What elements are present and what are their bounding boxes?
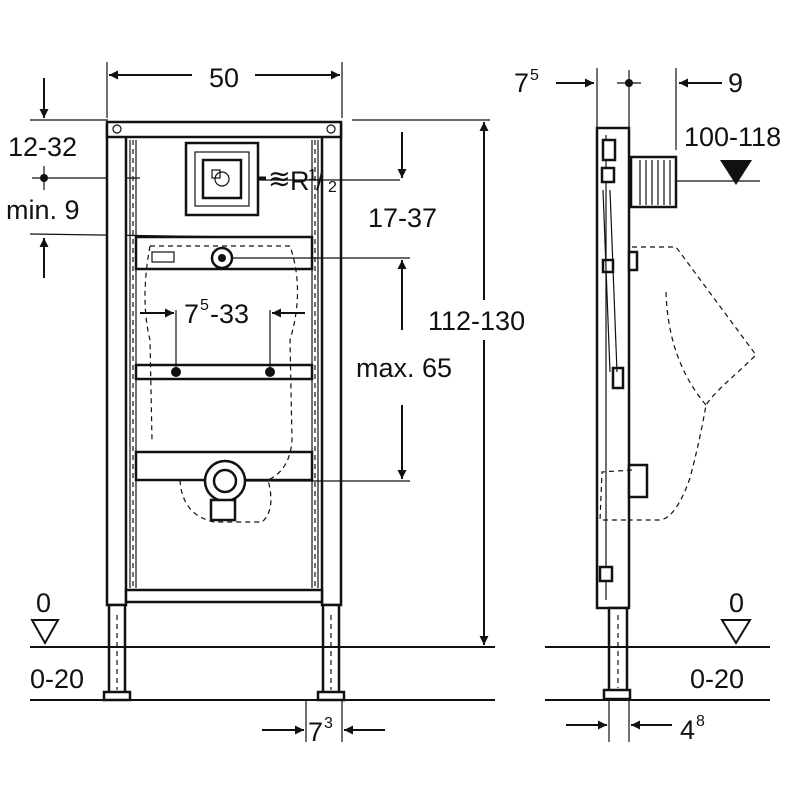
dim-width-label: 50 [209,63,239,93]
dim-max: max. 65 [356,260,452,479]
depth-arrow-icon [720,160,752,185]
dim-total-height-label: 112-130 [428,306,525,336]
drain-outlet [203,459,410,522]
dim-side-top: 7 5 9 100-118 [514,67,781,185]
urinal-outline-front [144,245,299,523]
side-depth-label: 100-118 [684,122,781,152]
thread-slash: / [316,166,324,196]
dim-min-label: min. 9 [6,195,80,225]
dim-foot-front: 7 3 [262,700,385,747]
dim-width-50: 50 [106,62,343,118]
frame-legs [102,603,346,702]
urinal-outline-side [599,246,757,521]
side-floor-range-label: 0-20 [690,664,744,694]
side-supply-stub [629,155,678,209]
side-leg [602,606,632,701]
side-top-left-sup: 5 [530,67,539,84]
side-top-right-label: 9 [728,68,743,98]
thread-denominator: 2 [328,179,337,196]
dim-foot-side: 4 8 [566,700,705,745]
dim-max-label: max. 65 [356,353,452,383]
dim-total-height: 112-130 [428,122,525,645]
water-waves-icon: ≋ [268,164,291,194]
floor-range-label: 0-20 [30,664,84,694]
dim-bracket-range: -33 [210,299,249,329]
side-floor-level-icon [720,619,752,645]
side-top-left-base: 7 [514,68,529,98]
dim-supply-height-label: 17-37 [368,203,437,233]
front-view: 50 12-32 min. 9 [6,62,525,747]
side-floor-zero-label: 0 [729,588,744,618]
frame-uprights [105,120,343,607]
floor-zero-label: 0 [36,588,51,618]
thread-numerator: 1 [308,167,317,184]
foot-sup: 3 [324,715,333,732]
dim-supply-height: 17-37 [352,119,490,233]
dim-bracket-sup: 5 [200,297,209,314]
floor-side: 0 0-20 [545,588,770,701]
side-frame [595,126,649,610]
side-foot-sup: 8 [696,713,705,730]
dim-top-offset-label: 12-32 [8,132,77,162]
thread-label: R [290,166,310,196]
side-foot-base: 4 [680,715,695,745]
side-view: 7 5 9 100-118 [514,67,781,745]
flush-valve-box: ≋ R 1 / 2 [184,141,400,217]
foot-base: 7 [308,717,323,747]
floor-level-icon [30,619,60,646]
floor-front: 0 0-20 [30,588,495,701]
dim-bracket: 7 5 -33 [140,297,305,372]
dim-bracket-base: 7 [184,299,199,329]
